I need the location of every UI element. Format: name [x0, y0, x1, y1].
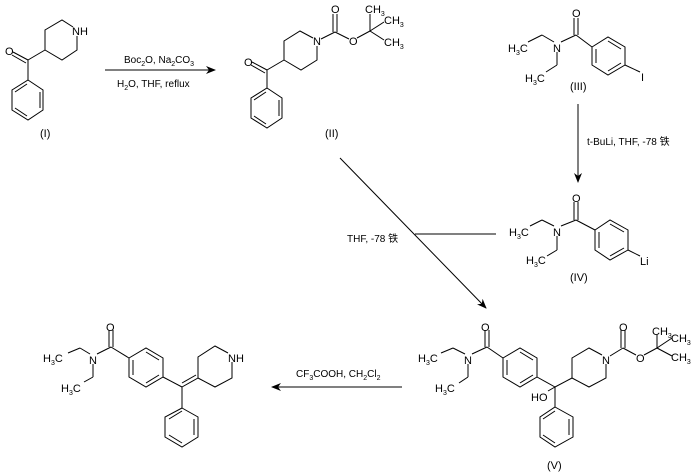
reaction-arrow: [339, 157, 487, 309]
oxygen-atom: O: [331, 4, 340, 16]
step3-conditions: THF, -78 铁: [347, 232, 398, 245]
oxygen-atom: O: [636, 353, 645, 365]
methyl-group: CH3: [365, 4, 385, 18]
nh-atom: NH: [72, 26, 88, 38]
methyl-group: H3C: [526, 255, 546, 269]
nitrogen-atom: N: [464, 355, 472, 367]
compound-I-label: (I): [40, 128, 50, 140]
step1-arrow: Boc2O, Na2CO3 H2O, THF, reflux: [105, 55, 216, 92]
methyl-group: CH3: [671, 352, 691, 366]
nitrogen-atom: N: [602, 355, 610, 367]
oxygen-atom: O: [572, 8, 581, 20]
nitrogen-atom: N: [553, 227, 561, 239]
iodine-atom: I: [641, 72, 644, 84]
nh-atom: NH: [228, 353, 244, 365]
compound-III-label: (III): [570, 81, 587, 93]
compound-product-bonds: [67, 330, 233, 448]
methyl-group: H3C: [43, 353, 63, 367]
methyl-group: CH3: [384, 15, 404, 29]
compound-II-label: (II): [325, 128, 338, 140]
methyl-group: CH3: [671, 333, 691, 347]
methyl-group: CH3: [652, 326, 672, 340]
step2-conditions: t-BuLi, THF, -78 铁: [587, 135, 670, 148]
oxygen-atom: O: [349, 36, 358, 48]
hydroxyl-group: HO: [531, 392, 548, 404]
oxygen-atom: O: [572, 193, 581, 205]
compound-IV-label: (IV): [570, 272, 588, 284]
compound-V-label: (V): [547, 460, 562, 472]
compound-III-bonds: [527, 18, 641, 76]
compound-IV-bonds: [529, 202, 641, 261]
compound-I: NH O (I): [5, 19, 88, 140]
compound-product: O N H3C H3C NH: [43, 322, 244, 448]
methyl-group: H3C: [508, 43, 528, 57]
step4-arrow: CF3COOH, CH2Cl2: [271, 369, 402, 391]
compound-IV: O N H3C H3C Li (IV): [509, 193, 649, 284]
compound-V-bonds: [440, 330, 673, 448]
methyl-group: H3C: [435, 383, 455, 397]
step2-arrow: t-BuLi, THF, -78 铁: [574, 104, 670, 183]
step4-conditions: CF3COOH, CH2Cl2: [296, 369, 381, 382]
methyl-group: H3C: [418, 353, 438, 367]
compound-I-bonds: [11, 19, 78, 121]
methyl-group: H3C: [61, 383, 81, 397]
nitrogen-atom: N: [553, 43, 561, 55]
methyl-group: H3C: [509, 227, 529, 241]
methyl-group: CH3: [384, 37, 404, 51]
compound-V: O N H3C H3C HO N O O CH3 CH3 CH3 (V): [418, 322, 691, 472]
compound-III: O N H3C H3C I (III): [508, 8, 644, 93]
oxygen-atom: O: [5, 46, 14, 58]
lithium-atom: Li: [640, 256, 649, 268]
oxygen-atom: O: [619, 322, 628, 334]
compound-II: N O O O CH3 CH3 CH3 (II): [244, 4, 404, 140]
oxygen-atom: O: [481, 322, 490, 334]
step3-arrow: THF, -78 铁: [339, 157, 496, 309]
nitrogen-atom: N: [313, 36, 321, 48]
nitrogen-atom: N: [89, 355, 97, 367]
methyl-group: H3C: [525, 73, 545, 87]
step1-conditions-below: H2O, THF, reflux: [117, 79, 190, 92]
compound-II-bonds: [250, 14, 385, 129]
oxygen-atom: O: [244, 57, 253, 69]
oxygen-atom: O: [106, 322, 115, 334]
step1-reagents-above: Boc2O, Na2CO3: [124, 55, 194, 68]
